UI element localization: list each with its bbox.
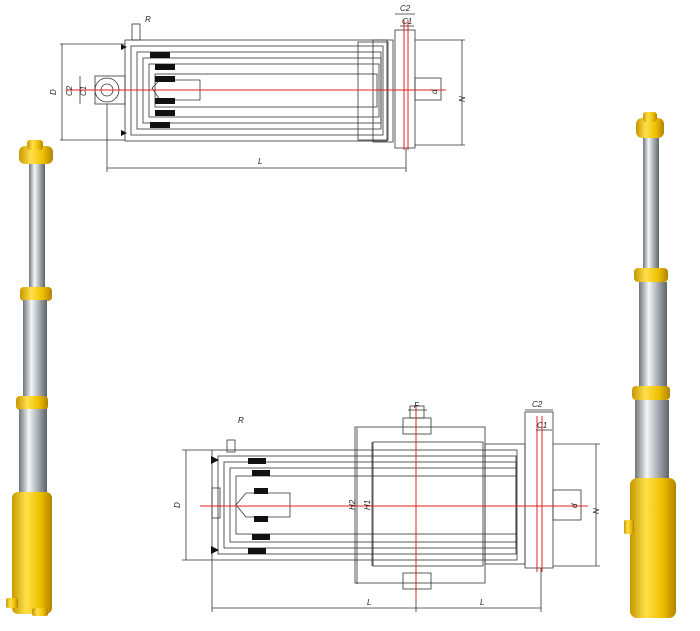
top-dimension-labels: R C2 C1 D C2 C1 d N L <box>49 4 466 166</box>
right-rod-stage-3 <box>635 400 669 486</box>
top-label-c2-left: C2 <box>65 85 74 96</box>
top-label-c1: C1 <box>402 17 412 26</box>
top-label-d-outer: D <box>49 89 58 95</box>
bottom-label-l-right: L <box>480 598 484 607</box>
top-label-c1-left: C1 <box>79 86 88 96</box>
top-center-axis <box>66 20 446 150</box>
bottom-label-f: F <box>414 401 420 410</box>
top-label-n: N <box>457 96 466 102</box>
bottom-label-l-left: L <box>367 598 371 607</box>
bottom-center-axis <box>200 406 588 600</box>
top-label-r: R <box>145 15 151 24</box>
bottom-label-c2: C2 <box>532 400 543 409</box>
top-label-d-rod: d <box>430 89 439 94</box>
bottom-label-d-outer: D <box>173 502 182 508</box>
left-rod-stage-3 <box>19 409 47 497</box>
bottom-label-d-rod: d <box>570 503 579 508</box>
bottom-technical-drawing <box>182 405 600 612</box>
top-label-c2: C2 <box>400 4 411 13</box>
top-label-l: L <box>258 157 262 166</box>
left-barrel <box>12 492 52 614</box>
bottom-dimension-labels: R F C2 C1 D H2 H1 d N L L <box>173 400 600 607</box>
top-seals <box>121 44 175 136</box>
left-cylinder-render <box>6 140 53 616</box>
left-rod-stage-1 <box>29 164 45 292</box>
bottom-label-h1: H1 <box>363 500 372 510</box>
right-rod-stage-1 <box>643 138 659 272</box>
bottom-seals <box>211 456 270 554</box>
bottom-label-h2: H2 <box>348 499 357 510</box>
bottom-label-r: R <box>238 416 244 425</box>
right-rod-stage-2 <box>639 282 667 390</box>
right-barrel <box>630 478 676 618</box>
left-top-eye <box>19 146 53 164</box>
bottom-label-n: N <box>591 508 600 514</box>
bottom-label-c1: C1 <box>537 421 547 430</box>
right-top-eye <box>636 118 664 138</box>
right-cylinder-render <box>624 112 676 618</box>
left-rod-stage-2 <box>23 300 47 400</box>
